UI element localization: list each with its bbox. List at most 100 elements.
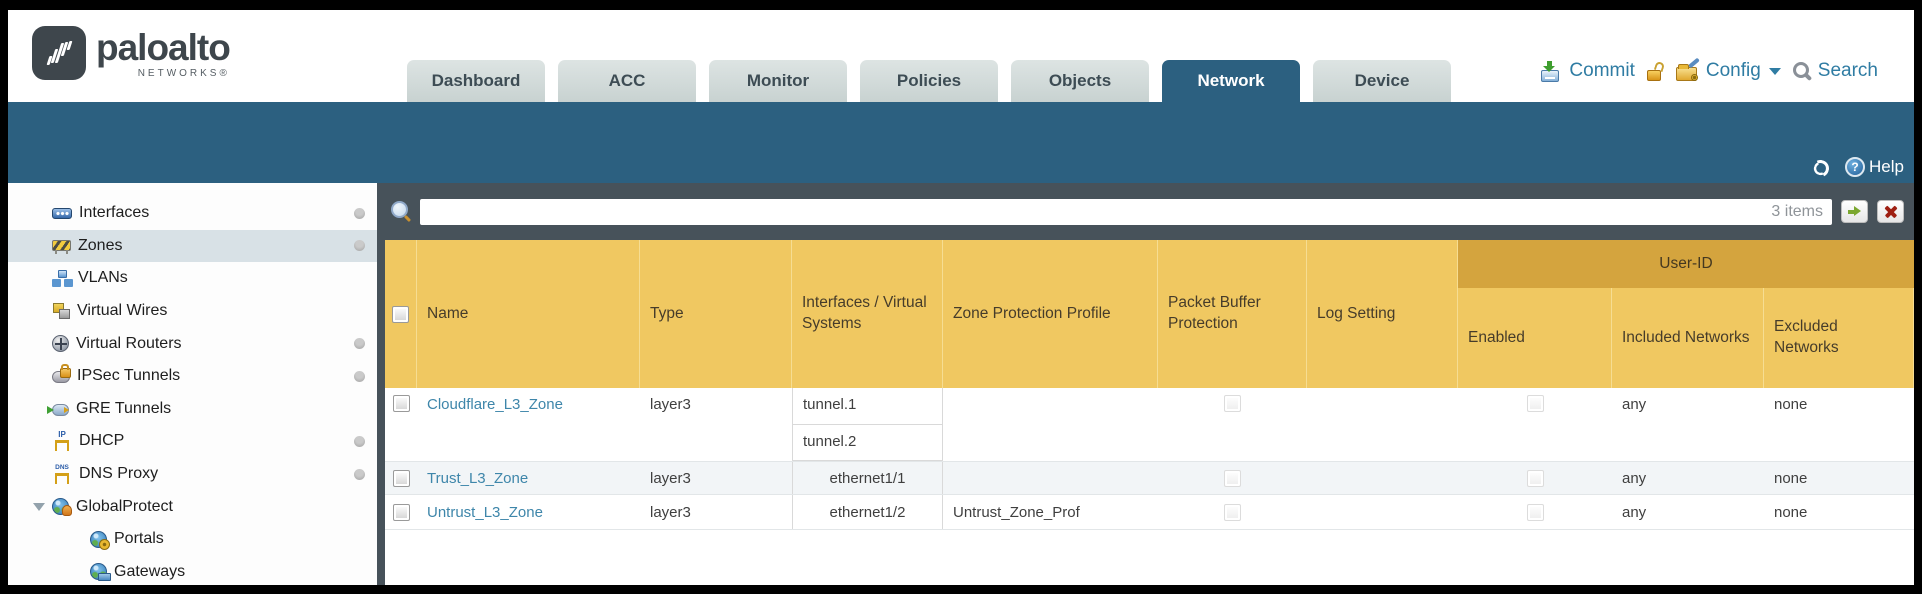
- filter-input-wrap: 3 items: [420, 198, 1832, 225]
- col-excluded-networks[interactable]: Excluded Networks: [1764, 288, 1914, 388]
- col-enabled[interactable]: Enabled: [1458, 288, 1612, 388]
- col-name[interactable]: Name: [417, 240, 640, 388]
- portals-icon: [90, 530, 110, 550]
- tab-policies[interactable]: Policies: [860, 60, 998, 102]
- help-icon: ?: [1845, 157, 1866, 177]
- row-checkbox[interactable]: [392, 395, 410, 412]
- sidebar-item-globalprotect[interactable]: GlobalProtect: [8, 490, 377, 523]
- brand-name: paloalto: [96, 27, 231, 68]
- zone-interfaces-cell: tunnel.1 tunnel.2: [792, 388, 943, 461]
- commit-button[interactable]: Commit: [1539, 60, 1635, 82]
- network-sidebar: Interfaces Zones VLANs Virtual Wires Vir…: [8, 183, 377, 585]
- item-dot: [354, 468, 365, 480]
- zone-interfaces-cell: ethernet1/2: [792, 495, 943, 529]
- select-all-checkbox[interactable]: [392, 305, 409, 323]
- sidebar-item-gateways[interactable]: Gateways: [8, 556, 377, 585]
- user-id-enabled-cell: [1458, 462, 1612, 494]
- header-utilities: Commit Config Search: [1539, 57, 1878, 82]
- row-checkbox[interactable]: [392, 503, 410, 521]
- tab-network[interactable]: Network: [1162, 60, 1300, 102]
- col-type[interactable]: Type: [640, 240, 792, 388]
- select-all-cell: [385, 240, 417, 388]
- apply-filter-button[interactable]: [1841, 200, 1868, 223]
- virtual-routers-icon: [52, 335, 69, 353]
- zone-protection-profile-cell: Untrust_Zone_Prof: [953, 503, 1080, 521]
- packet-buffer-checkbox[interactable]: [1224, 503, 1241, 521]
- sidebar-item-portals[interactable]: Portals: [8, 523, 377, 556]
- zones-table: User-ID Name Type Interfaces / Virtual S…: [385, 240, 1914, 530]
- refresh-icon[interactable]: [1812, 160, 1829, 177]
- log-setting-cell: [1307, 495, 1458, 529]
- tab-dashboard[interactable]: Dashboard: [407, 60, 545, 102]
- zone-type-cell: layer3: [650, 469, 691, 487]
- interface-item: tunnel.2: [793, 425, 942, 461]
- excluded-networks-cell: none: [1774, 396, 1808, 413]
- tab-monitor[interactable]: Monitor: [709, 60, 847, 102]
- search-label: Search: [1817, 60, 1878, 81]
- clear-filter-button[interactable]: [1877, 200, 1904, 223]
- zone-name-link[interactable]: Untrust_L3_Zone: [427, 503, 543, 521]
- filter-input[interactable]: [420, 198, 1832, 225]
- filter-bar: 3 items: [385, 183, 1914, 240]
- sidebar-item-interfaces[interactable]: Interfaces: [8, 197, 377, 230]
- row-select-cell: [385, 495, 417, 529]
- chevron-down-icon: [1768, 67, 1781, 75]
- sidebar-item-label: GRE Tunnels: [76, 399, 172, 417]
- enabled-checkbox[interactable]: [1526, 395, 1544, 412]
- config-menu-button[interactable]: Config: [1675, 57, 1781, 82]
- item-dot: [354, 338, 365, 350]
- content-area: Interfaces Zones VLANs Virtual Wires Vir…: [8, 183, 1914, 585]
- collapse-triangle-icon[interactable]: [33, 502, 45, 511]
- zone-name-link[interactable]: Cloudflare_L3_Zone: [427, 396, 563, 413]
- sidebar-item-zones[interactable]: Zones: [8, 229, 377, 263]
- col-interfaces-virtual-systems[interactable]: Interfaces / Virtual Systems: [792, 240, 943, 388]
- excluded-networks-cell: none: [1774, 469, 1808, 487]
- log-setting-cell: [1307, 388, 1458, 461]
- help-button[interactable]: ? Help: [1845, 157, 1904, 177]
- green-arrow-icon: [1848, 206, 1861, 217]
- sidebar-item-virtual-routers[interactable]: Virtual Routers: [8, 327, 377, 360]
- zone-name-link[interactable]: Trust_L3_Zone: [427, 469, 529, 487]
- sidebar-item-virtual-wires[interactable]: Virtual Wires: [8, 295, 377, 328]
- packet-buffer-checkbox[interactable]: [1224, 395, 1241, 412]
- sidebar-item-gre-tunnels[interactable]: GRE Tunnels: [8, 393, 377, 426]
- col-log-setting[interactable]: Log Setting: [1307, 240, 1458, 388]
- enabled-checkbox[interactable]: [1526, 469, 1544, 487]
- dhcp-icon: IP: [52, 430, 72, 452]
- user-id-enabled-cell: [1458, 388, 1612, 461]
- sidebar-item-dhcp[interactable]: IP DHCP: [8, 425, 377, 458]
- row-checkbox[interactable]: [392, 469, 410, 487]
- excluded-networks-cell: none: [1774, 503, 1808, 521]
- included-networks-cell: any: [1622, 503, 1647, 521]
- search-button[interactable]: Search: [1792, 60, 1878, 82]
- sidebar-item-label: Virtual Routers: [76, 334, 182, 352]
- table-row: Untrust_L3_Zone layer3 ethernet1/2 Untru…: [385, 495, 1914, 530]
- enabled-checkbox[interactable]: [1526, 503, 1544, 521]
- items-count: 3 items: [1771, 202, 1823, 220]
- sidebar-item-label: DHCP: [79, 432, 125, 450]
- col-zone-protection-profile[interactable]: Zone Protection Profile: [943, 240, 1158, 388]
- zone-type-cell: layer3: [650, 503, 691, 521]
- col-packet-buffer-protection[interactable]: Packet Buffer Protection: [1158, 240, 1307, 388]
- sidebar-item-label: Zones: [78, 236, 123, 254]
- sidebar-item-label: IPSec Tunnels: [77, 367, 181, 385]
- sidebar-item-label: VLANs: [78, 269, 128, 287]
- sidebar-item-dns-proxy[interactable]: DNS DNS Proxy: [8, 458, 377, 491]
- tab-acc[interactable]: ACC: [558, 60, 696, 102]
- app-frame: paloalto NETWORKS® Dashboard ACC Monitor…: [8, 10, 1914, 585]
- sidebar-item-vlans[interactable]: VLANs: [8, 262, 377, 295]
- sidebar-item-label: Virtual Wires: [77, 302, 168, 320]
- brand-subtitle: NETWORKS®: [137, 68, 230, 79]
- item-dot: [354, 240, 365, 252]
- search-icon: [1792, 61, 1812, 81]
- packet-buffer-checkbox[interactable]: [1224, 469, 1241, 487]
- packet-buffer-protection-cell: [1158, 495, 1307, 529]
- zone-type-cell: layer3: [650, 396, 691, 413]
- col-included-networks[interactable]: Included Networks: [1612, 288, 1764, 388]
- tab-objects[interactable]: Objects: [1011, 60, 1149, 102]
- lock-icon[interactable]: [1646, 60, 1666, 81]
- tab-device[interactable]: Device: [1313, 60, 1451, 102]
- ipsec-tunnels-icon: [52, 364, 71, 384]
- commit-icon: [1539, 60, 1563, 82]
- sidebar-item-ipsec-tunnels[interactable]: IPSec Tunnels: [8, 360, 377, 393]
